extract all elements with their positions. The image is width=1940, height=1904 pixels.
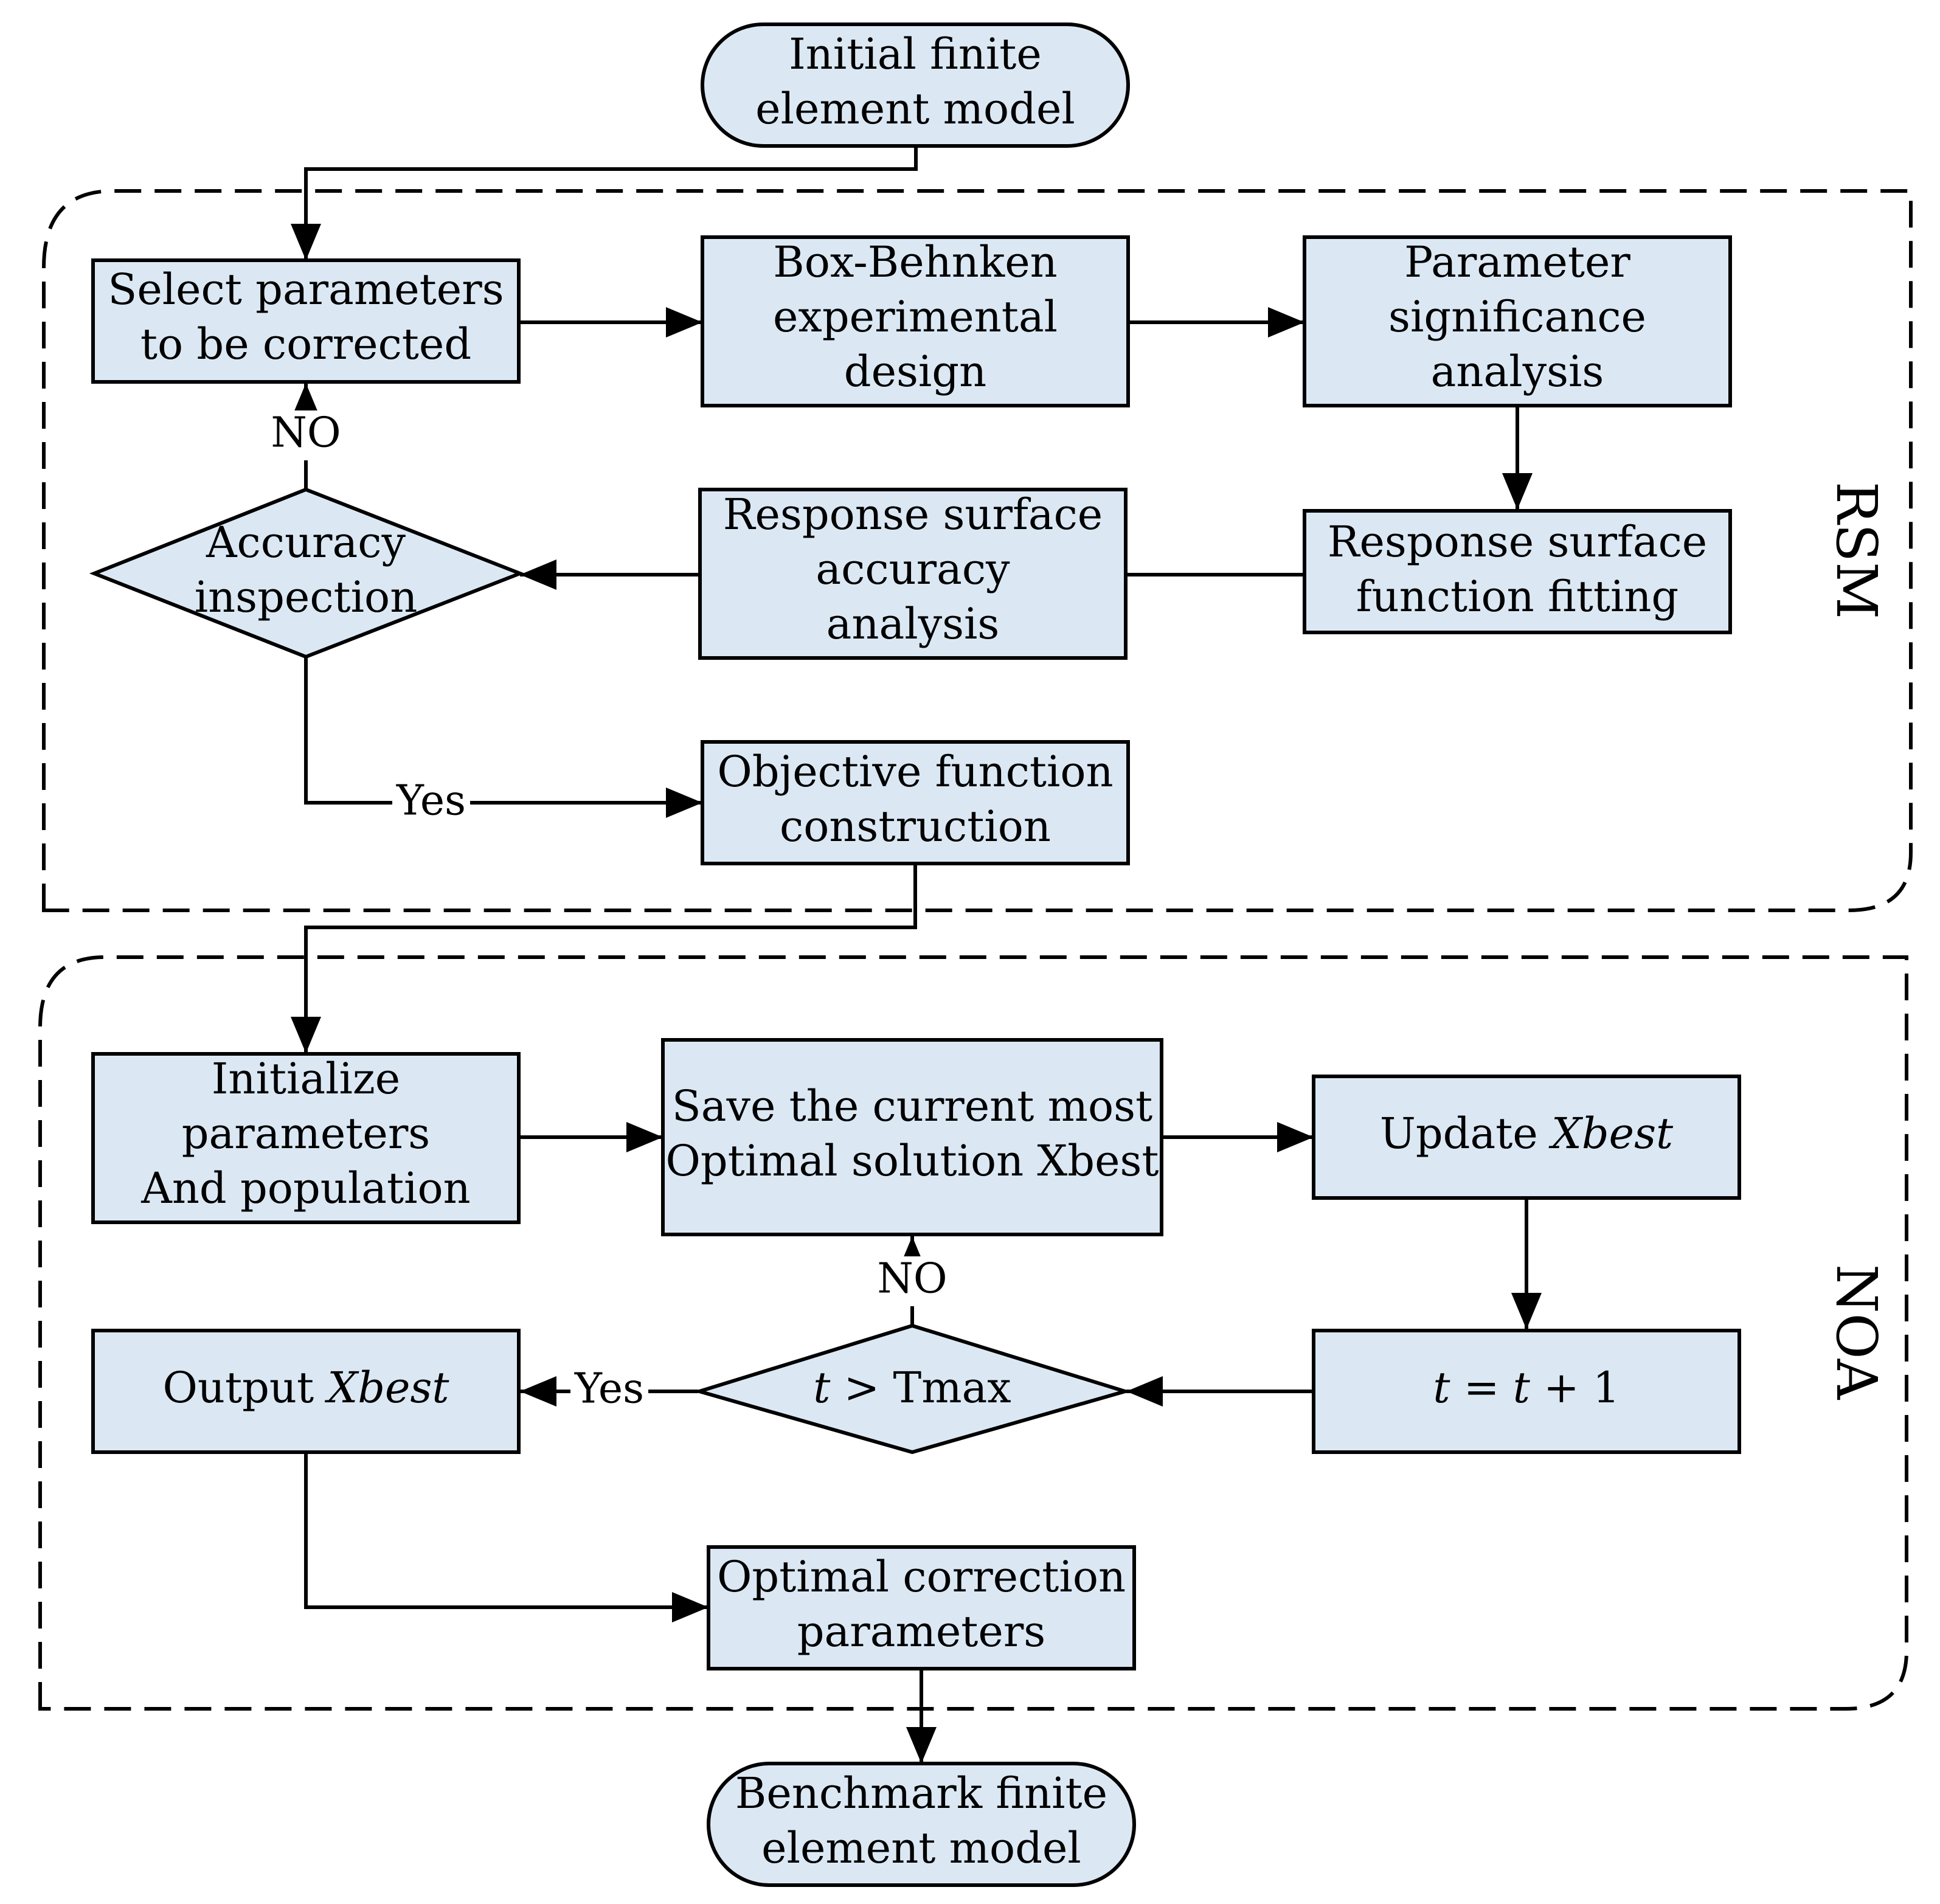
svg-text:Update Xbest: Update Xbest (1380, 1109, 1674, 1158)
svg-text:Select parameters: Select parameters (108, 265, 504, 314)
svg-text:And population: And population (140, 1163, 470, 1213)
save-current-node: Save the current most Optimal solution X… (661, 1038, 1163, 1236)
svg-text:t > Tmax: t > Tmax (813, 1363, 1011, 1413)
svg-text:Yes: Yes (574, 1365, 644, 1413)
svg-text:Output Xbest: Output Xbest (163, 1363, 450, 1413)
svg-text:Benchmark finite: Benchmark finite (735, 1768, 1107, 1818)
response-surface-accuracy-node: Response surface accuracy analysis (698, 488, 1128, 660)
tcheck-yes-label: Yes (570, 1365, 648, 1414)
noa-group-frame (38, 955, 1908, 1711)
initialize-node: Initialize parameters And population (91, 1052, 521, 1224)
svg-text:element model: element model (761, 1823, 1081, 1873)
svg-text:significance: significance (1388, 292, 1646, 342)
optimal-parameters-node: Optimal correction parameters (707, 1545, 1136, 1670)
svg-text:NO: NO (877, 1255, 947, 1303)
svg-text:Response surface: Response surface (1328, 517, 1707, 567)
noa-group-label: NOA (1824, 1264, 1889, 1400)
parameter-significance-node: Parameter significance analysis (1303, 235, 1732, 407)
t-increment-node: t = t + 1 (1312, 1329, 1741, 1454)
rsm-group-label: RSM (1824, 482, 1889, 620)
edge-objective-to-initialize (291, 864, 917, 1053)
accuracy-no-label: NO (265, 409, 347, 460)
select-parameters-node: Select parameters to be corrected (91, 258, 521, 384)
svg-text:Response surface: Response surface (723, 490, 1103, 539)
svg-text:Optimal correction: Optimal correction (717, 1552, 1126, 1602)
box-behnken-node: Box-Behnken experimental design (701, 235, 1130, 407)
svg-text:Yes: Yes (396, 777, 466, 825)
t-max-decision: t > Tmax (693, 1323, 1132, 1455)
output-xbest-node: Output Xbest (91, 1329, 521, 1454)
svg-text:NO: NO (271, 409, 341, 457)
edge-output-to-optimal (304, 1452, 708, 1622)
svg-text:Objective function: Objective function (717, 747, 1113, 797)
svg-text:Parameter: Parameter (1404, 237, 1630, 287)
edge-inspection-yes-to-objective (304, 657, 702, 818)
svg-text:parameters: parameters (182, 1109, 430, 1158)
svg-text:Accuracy: Accuracy (206, 518, 406, 567)
response-surface-fitting-node: Response surface function fitting (1303, 509, 1732, 634)
svg-text:analysis: analysis (826, 599, 1000, 649)
svg-text:construction: construction (780, 801, 1051, 851)
svg-text:experimental: experimental (773, 292, 1058, 342)
svg-text:Optimal solution Xbest: Optimal solution Xbest (665, 1136, 1159, 1186)
svg-text:t = t + 1: t = t + 1 (1433, 1363, 1620, 1413)
svg-text:Initialize: Initialize (212, 1054, 400, 1104)
svg-text:inspection: inspection (195, 572, 418, 622)
svg-text:Box-Behnken: Box-Behnken (773, 237, 1057, 287)
svg-text:accuracy: accuracy (816, 544, 1010, 594)
svg-text:to be corrected: to be corrected (140, 319, 471, 369)
svg-text:Save the current most: Save the current most (672, 1081, 1152, 1131)
accuracy-yes-label: Yes (392, 777, 470, 826)
objective-function-node: Objective function construction (701, 740, 1130, 865)
initial-model-node: Initial finite element model (701, 23, 1130, 148)
update-xbest-node: Update Xbest (1312, 1075, 1741, 1200)
svg-text:function fitting: function fitting (1356, 572, 1679, 621)
svg-text:Initial finite: Initial finite (789, 29, 1042, 79)
svg-text:element model: element model (755, 84, 1075, 134)
tcheck-no-label: NO (871, 1255, 954, 1306)
svg-text:analysis: analysis (1431, 347, 1604, 396)
rsm-group-frame (42, 189, 1913, 912)
svg-text:design: design (844, 347, 986, 396)
svg-text:parameters: parameters (797, 1607, 1045, 1656)
benchmark-model-node: Benchmark finite element model (707, 1762, 1136, 1887)
edge-initial-to-select (291, 146, 918, 260)
accuracy-inspection-decision: Accuracy inspection (89, 487, 525, 659)
